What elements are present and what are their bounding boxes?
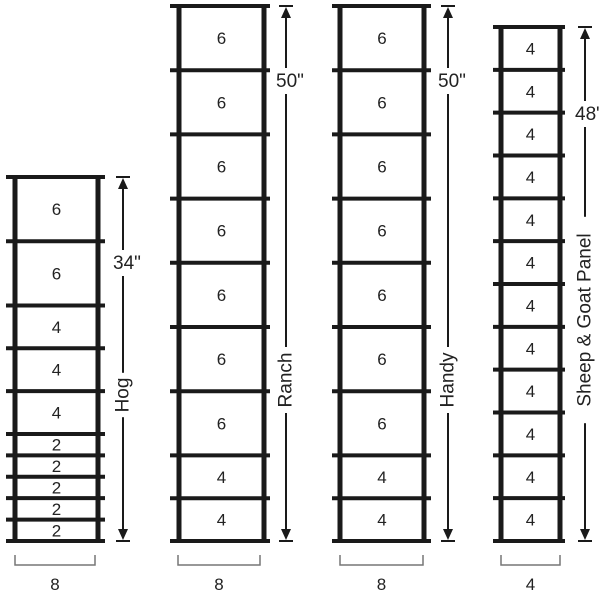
spacing-label: 4 — [377, 511, 386, 530]
spacing-label: 6 — [377, 222, 386, 241]
spacing-label: 4 — [52, 404, 61, 423]
spacing-label: 6 — [377, 93, 386, 112]
spacing-label: 6 — [52, 264, 61, 283]
spacing-label: 6 — [217, 29, 226, 48]
arrowhead-up — [118, 178, 128, 189]
spacing-label: 4 — [526, 168, 535, 187]
spacing-label: 4 — [526, 296, 535, 315]
width-bracket — [14, 555, 96, 566]
panel-3: 4 4 4 4 4 4 4 4 4 4 4 4 48" Sheep & Goat Panel 4 — [493, 25, 600, 594]
spacing-label: 2 — [52, 436, 61, 455]
spacing-label: 4 — [526, 511, 535, 530]
spacing-label: 6 — [217, 93, 226, 112]
spacing-label: 6 — [377, 414, 386, 433]
arrowhead-down — [281, 529, 291, 540]
width-bracket — [177, 555, 261, 566]
panel-name-label: Ranch — [276, 353, 297, 408]
spacing-label: 6 — [217, 158, 226, 177]
spacing-label: 4 — [217, 511, 226, 530]
spacing-label: 4 — [526, 425, 535, 444]
width-label: 8 — [214, 575, 223, 594]
spacing-label: 2 — [52, 457, 61, 476]
spacing-label: 6 — [377, 350, 386, 369]
spacing-label: 6 — [217, 350, 226, 369]
panel-name-label: Sheep & Goat Panel — [575, 233, 596, 406]
arrowhead-down — [580, 529, 590, 540]
spacing-label: 2 — [52, 521, 61, 540]
width-label: 4 — [526, 575, 535, 594]
height-label: 50" — [438, 71, 466, 92]
width-label: 8 — [377, 575, 386, 594]
spacing-label: 4 — [526, 254, 535, 273]
spacing-label: 4 — [526, 382, 535, 401]
arrowhead-up — [443, 7, 453, 18]
spacing-label: 6 — [217, 222, 226, 241]
panel-1: 6 6 6 6 6 6 6 4 4 50" Ranch 8 — [170, 4, 304, 594]
width-bracket — [500, 555, 561, 566]
panel-2: 6 6 6 6 6 6 6 4 4 50" Handy 8 — [332, 4, 466, 594]
spacing-label: 6 — [377, 286, 386, 305]
height-label: 48" — [575, 104, 600, 125]
spacing-label: 6 — [377, 158, 386, 177]
spacing-label: 6 — [52, 200, 61, 219]
width-label: 8 — [50, 575, 59, 594]
panel-name-label: Handy — [438, 352, 459, 407]
spacing-label: 4 — [52, 318, 61, 337]
width-bracket — [339, 555, 424, 566]
arrowhead-up — [580, 28, 590, 39]
arrowhead-down — [443, 529, 453, 540]
height-label: 50" — [276, 71, 304, 92]
spacing-label: 4 — [52, 361, 61, 380]
spacing-label: 4 — [526, 468, 535, 487]
panel-0: 6 6 4 4 4 2 2 2 2 2 34" Hog 8 — [6, 175, 141, 594]
spacing-label: 6 — [377, 29, 386, 48]
arrowhead-up — [281, 7, 291, 18]
spacing-label: 2 — [52, 500, 61, 519]
arrowhead-down — [118, 529, 128, 540]
panel-name-label: Hog — [113, 378, 134, 413]
spacing-label: 6 — [217, 414, 226, 433]
spacing-label: 6 — [217, 286, 226, 305]
spacing-label: 4 — [217, 468, 226, 487]
spacing-label: 4 — [526, 125, 535, 144]
spacing-label: 4 — [526, 82, 535, 101]
spacing-label: 4 — [526, 39, 535, 58]
spacing-label: 4 — [526, 211, 535, 230]
spacing-label: 4 — [377, 468, 386, 487]
height-label: 34" — [113, 253, 141, 274]
spacing-label: 4 — [526, 339, 535, 358]
spacing-label: 2 — [52, 478, 61, 497]
